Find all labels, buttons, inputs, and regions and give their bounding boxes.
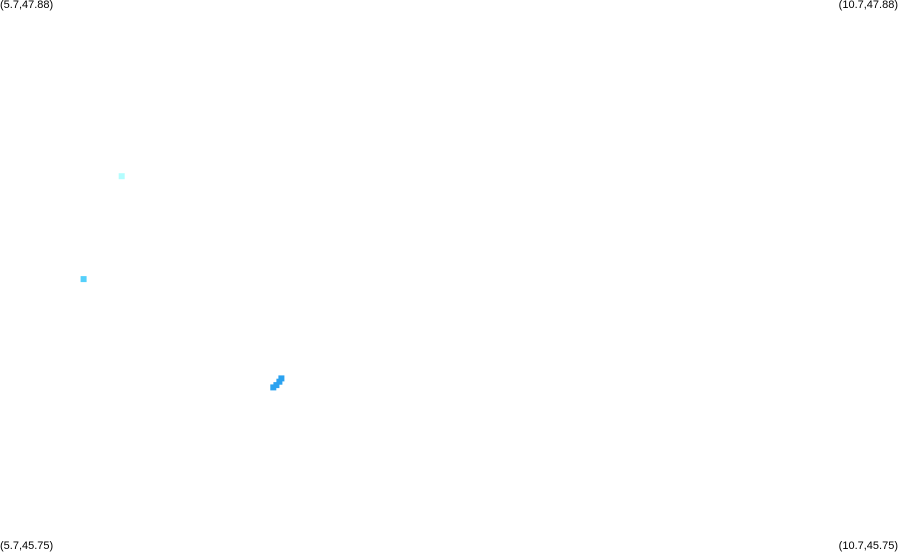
map-point-3 [270, 384, 277, 391]
corner-label-bottom-left: (5.7,45.75) [0, 540, 54, 552]
corner-label-top-right: (10.7,47.88) [838, 0, 898, 11]
corner-label-top-left: (5.7,47.88) [0, 0, 54, 11]
map-point-4 [273, 382, 280, 389]
map-point-1 [118, 173, 125, 180]
map-point-5 [276, 378, 283, 385]
corner-label-bottom-right: (10.7,45.75) [838, 540, 898, 552]
map-point-2 [80, 276, 87, 283]
map-point-6 [278, 375, 285, 382]
